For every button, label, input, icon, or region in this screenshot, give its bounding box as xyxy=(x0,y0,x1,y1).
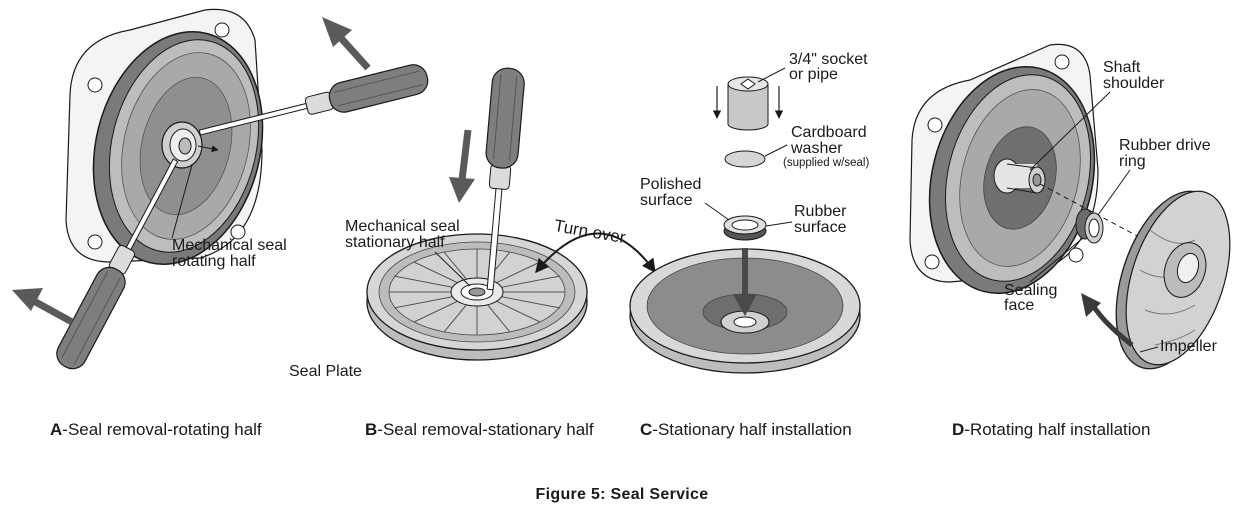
figure-title: Figure 5: Seal Service xyxy=(535,486,709,503)
label-polished-surface: surface xyxy=(640,192,693,209)
caption-a-letter: A xyxy=(50,420,63,439)
screwdriver-vertical xyxy=(485,67,525,291)
cardboard-washer xyxy=(724,150,766,168)
label-polished: Polished xyxy=(640,176,702,193)
label-sealing-face: face xyxy=(1004,297,1035,314)
install-arrow xyxy=(733,248,757,316)
caption-a-text: -Seal removal-rotating half xyxy=(62,420,262,439)
label-stationary-half: stationary half xyxy=(345,234,445,251)
label-drive-ring: ring xyxy=(1119,153,1146,170)
caption-b-text: -Seal removal-stationary half xyxy=(377,420,594,439)
caption-d: D-Rotating half installation xyxy=(952,420,1150,440)
caption-b: B-Seal removal-stationary half xyxy=(365,420,594,440)
rubber-drive-ring xyxy=(1075,208,1104,244)
socket xyxy=(727,76,769,131)
caption-c: C-Stationary half installation xyxy=(640,420,852,440)
label-seal-plate: Seal Plate xyxy=(289,363,362,380)
caption-c-letter: C xyxy=(640,420,653,439)
arrow-down xyxy=(449,129,475,203)
arrow-up-left xyxy=(322,17,371,71)
caption-c-text: -Stationary half installation xyxy=(652,420,852,439)
label-rubber-drive: Rubber drive xyxy=(1119,137,1211,154)
screwdriver-upper xyxy=(198,64,429,136)
turn-over-arrow xyxy=(535,232,656,274)
caption-b-letter: B xyxy=(365,420,378,439)
screwdriver-lower xyxy=(56,158,179,370)
caption-d-letter: D xyxy=(952,420,965,439)
panel-d-illustration xyxy=(909,43,1231,370)
label-mechanical-seal-stationary: Mechanical seal xyxy=(345,218,460,235)
label-supplied-with-seal: (supplied w/seal) xyxy=(783,157,870,169)
label-cardboard: Cardboard xyxy=(791,124,867,141)
label-mechanical-seal-rotating: Mechanical seal xyxy=(172,237,287,254)
panel-a-illustration xyxy=(12,8,429,370)
panel-c-illustration xyxy=(629,67,861,374)
impeller xyxy=(1115,190,1231,370)
label-or-pipe: or pipe xyxy=(789,66,838,83)
label-socket: 3/4" socket xyxy=(789,51,868,68)
label-shaft-shoulder: shoulder xyxy=(1103,75,1165,92)
caption-a: A-Seal removal-rotating half xyxy=(50,420,262,440)
label-rubber-surface: surface xyxy=(794,219,847,236)
label-washer: washer xyxy=(791,140,843,157)
label-rubber: Rubber xyxy=(794,203,847,220)
arrow-left xyxy=(12,288,74,326)
label-rotating-half: rotating half xyxy=(172,253,256,270)
label-sealing: Sealing xyxy=(1004,282,1058,299)
label-impeller: Impeller xyxy=(1160,338,1217,355)
caption-d-text: -Rotating half installation xyxy=(964,420,1151,439)
motor-shaft xyxy=(993,158,1046,194)
stationary-seal-ring xyxy=(723,215,767,241)
panel-b-illustration xyxy=(366,67,656,361)
label-shaft: Shaft xyxy=(1103,59,1141,76)
